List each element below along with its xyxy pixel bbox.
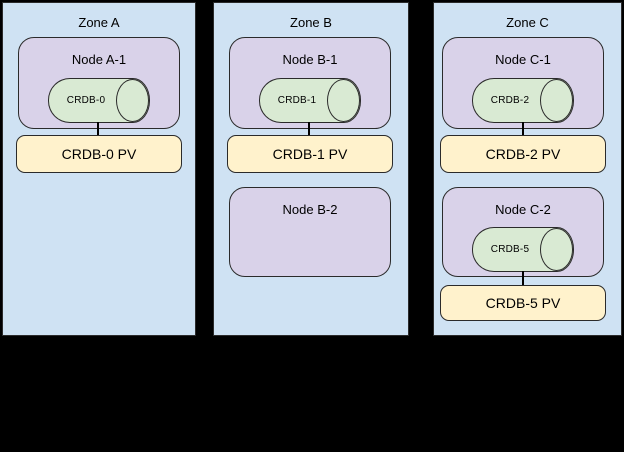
crdb-5-cylinder: CRDB-5 <box>472 227 574 272</box>
cylinder-end-cap-icon <box>116 79 149 122</box>
zone-b-label: Zone B <box>290 15 332 30</box>
crdb-0-to-pv-connector <box>97 122 99 135</box>
zone-c-label: Zone C <box>506 15 549 30</box>
crdb-1-cylinder: CRDB-1 <box>259 78 361 123</box>
node-c-1-label: Node C-1 <box>495 52 551 67</box>
cylinder-end-cap-icon <box>327 79 360 122</box>
node-b-2: Node B-2 <box>229 187 391 277</box>
node-b-1-label: Node B-1 <box>282 52 338 67</box>
crdb-1-to-pv-connector <box>308 122 310 135</box>
crdb-1-pv: CRDB-1 PV <box>227 135 393 173</box>
crdb-2-to-pv-connector <box>522 122 524 135</box>
crdb-5-to-pv-connector <box>522 271 524 285</box>
crdb-2-pv: CRDB-2 PV <box>440 135 606 173</box>
zone-a-label: Zone A <box>78 15 120 30</box>
crdb-5-label: CRDB-5 <box>490 244 530 255</box>
crdb-0-label: CRDB-0 <box>66 95 106 106</box>
crdb-5-pv-label: CRDB-5 PV <box>485 295 561 311</box>
crdb-2-cylinder: CRDB-2 <box>472 78 574 123</box>
zone-b: Zone B Node B-1 CRDB-1 CRDB-1 PV Node B-… <box>213 2 409 336</box>
crdb-2-label: CRDB-2 <box>490 95 530 106</box>
zone-c: Zone C Node C-1 CRDB-2 CRDB-2 PV Node C-… <box>433 2 622 336</box>
node-c-2: Node C-2 CRDB-5 <box>442 187 604 277</box>
node-a-1: Node A-1 CRDB-0 <box>18 37 180 129</box>
cylinder-end-cap-icon <box>540 79 573 122</box>
crdb-1-label: CRDB-1 <box>277 95 317 106</box>
crdb-2-pv-label: CRDB-2 PV <box>485 146 561 162</box>
node-a-1-label: Node A-1 <box>71 52 127 67</box>
crdb-0-pv-label: CRDB-0 PV <box>61 146 137 162</box>
node-b-2-label: Node B-2 <box>282 202 338 217</box>
node-c-1: Node C-1 CRDB-2 <box>442 37 604 129</box>
crdb-5-pv: CRDB-5 PV <box>440 285 606 321</box>
crdb-0-pv: CRDB-0 PV <box>16 135 182 173</box>
node-c-2-label: Node C-2 <box>495 202 551 217</box>
zone-a: Zone A Node A-1 CRDB-0 CRDB-0 PV <box>2 2 196 336</box>
cylinder-end-cap-icon <box>540 228 573 271</box>
node-b-1: Node B-1 CRDB-1 <box>229 37 391 129</box>
crdb-0-cylinder: CRDB-0 <box>48 78 150 123</box>
crdb-1-pv-label: CRDB-1 PV <box>272 146 348 162</box>
